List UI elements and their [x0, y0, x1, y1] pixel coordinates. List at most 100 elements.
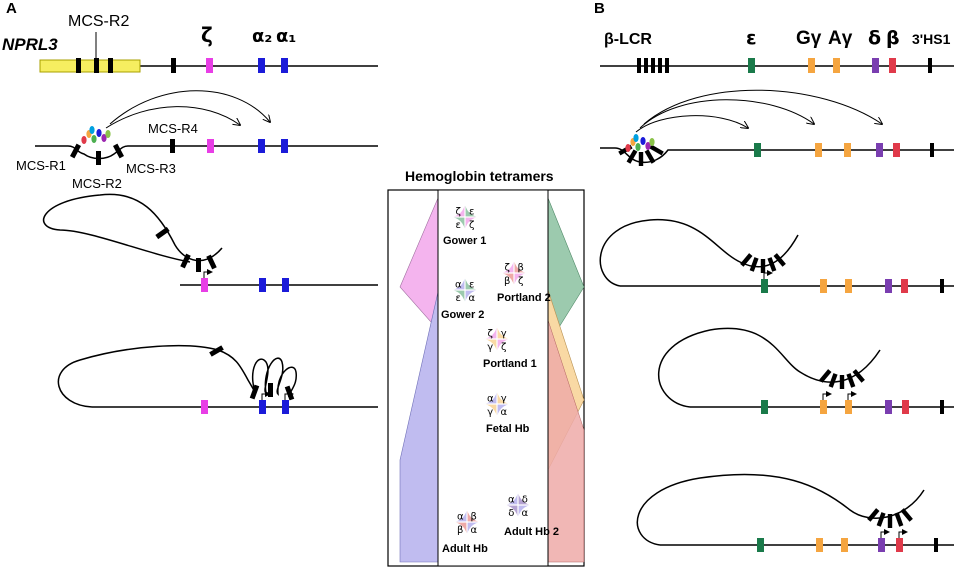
lcr-hs-site	[749, 257, 759, 272]
globin-subunit	[497, 404, 512, 419]
tetramer-name: Portland 1	[483, 358, 537, 370]
mcs-r3-element-2	[113, 143, 124, 159]
globin-subunit-label: α	[521, 508, 528, 519]
beta-locus-row-4	[658, 327, 954, 414]
lcr-hs-site	[649, 144, 664, 156]
globin-subunit-label: ζ	[518, 276, 523, 287]
transcription-factor-dot	[105, 130, 111, 138]
hs1-label: 3'HS1	[912, 31, 951, 47]
transcription-factor-dot	[81, 136, 87, 144]
beta-label: β	[886, 27, 900, 49]
tetramer-name: Portland 2	[497, 292, 551, 304]
lcr-hs-site	[846, 373, 856, 388]
beta-locus-row-5	[636, 473, 954, 552]
alpha-locus-row-1: NPRL3 MCS-R2 ζ α₂ α₁	[2, 13, 378, 73]
agamma-gene-5	[841, 538, 848, 552]
globin-subunit	[482, 324, 497, 339]
globin-subunit-label: α	[468, 293, 475, 304]
lcr-hs-site	[651, 58, 655, 73]
globin-subunit-label: γ	[487, 407, 493, 418]
globin-subunit-label: β	[471, 511, 477, 522]
delta-gene-4	[885, 400, 892, 414]
beta-gene-3	[901, 279, 908, 293]
tetramer-column	[437, 189, 549, 567]
mcs-r2-top-label: MCS-R2	[68, 13, 129, 30]
ggamma-gene	[808, 58, 815, 73]
mcs-r4-element-3	[155, 226, 170, 240]
panel-b-letter: B	[594, 0, 605, 17]
epsilon-gene-5	[757, 538, 764, 552]
ggamma-label: Gγ	[796, 28, 822, 49]
globin-subunit	[465, 290, 480, 305]
beta-tss-arrow	[898, 529, 908, 538]
transcription-factor-dot	[91, 135, 97, 143]
mcs-r2-element-3	[196, 258, 201, 272]
transcription-factor-dot	[645, 142, 651, 150]
transcription-factor-dot	[640, 137, 646, 145]
delta-gene-2	[876, 143, 883, 157]
transcription-factor-cluster	[81, 126, 111, 144]
globin-subunit-label: ζ	[488, 328, 493, 339]
hs1-element-5	[934, 538, 938, 552]
panel-b: B β-LCR ε Gγ Aγ δ β 3'HS1	[594, 0, 954, 552]
globin-subunit-label: γ	[501, 393, 507, 404]
chromatin-loop-arc	[42, 193, 223, 263]
beta-loop-4	[658, 327, 881, 408]
globin-subunit	[518, 490, 533, 505]
transcription-factor-dot	[649, 138, 655, 146]
lcr-hs-site	[773, 253, 786, 267]
globin-subunit-label: β	[504, 276, 510, 287]
globin-subunit	[450, 290, 465, 305]
globin-subunit	[482, 389, 497, 404]
globin-subunit-label: γ	[487, 342, 493, 353]
globin-subunit-label: α	[470, 525, 477, 536]
zeta-gene-3	[201, 278, 208, 292]
zeta-gene-2	[207, 139, 214, 153]
lcr-hs-site	[900, 508, 913, 522]
delta-gene-3	[885, 279, 892, 293]
globin-subunit-label: α	[500, 407, 507, 418]
globin-subunit-label: ε	[469, 206, 474, 217]
beta-loop-5	[636, 473, 925, 546]
globin-subunit	[518, 505, 533, 520]
agamma-gene	[833, 58, 840, 73]
globin-subunit-label: ζ	[501, 342, 506, 353]
mcs-r3-element	[108, 58, 113, 73]
globin-subunit	[465, 202, 480, 217]
mcs-r2-label: MCS-R2	[72, 176, 122, 191]
chromatin-fiber	[35, 145, 378, 160]
beta-locus-row-2	[600, 89, 954, 166]
globin-subunit-label: α	[487, 393, 494, 404]
epsilon-label: ε	[746, 27, 757, 49]
globin-subunit-label: α	[508, 494, 515, 505]
mcs-r2-element-2	[96, 151, 101, 165]
epsilon-tss-arrow	[763, 270, 773, 279]
lcr-arrow-to-epsilon	[635, 115, 748, 133]
mcs-r1-label: MCS-R1	[16, 158, 66, 173]
globin-subunit-label: α	[455, 279, 462, 290]
globin-subunit	[482, 404, 497, 419]
lcr-label: β-LCR	[604, 31, 652, 48]
mcs-r2-element-4	[268, 383, 273, 397]
lcr-hs-site	[887, 514, 893, 528]
globin-subunit	[503, 505, 518, 520]
beta-gene-2	[893, 143, 900, 157]
globin-subunit-label: ε	[456, 293, 461, 304]
tetramer-title: Hemoglobin tetramers	[405, 168, 554, 184]
ggamma-gene-3	[820, 279, 827, 293]
beta-locus-row-3	[599, 219, 954, 293]
lcr-hs-site	[658, 58, 662, 73]
alpha2-gene-2	[258, 139, 265, 153]
globin-subunit	[467, 522, 482, 537]
globin-subunit-label: β	[518, 262, 524, 273]
mcs-r2-element	[94, 58, 99, 73]
alpha2-gene	[258, 58, 265, 73]
lcr-hs-site	[760, 259, 766, 273]
lcr-hs-site	[839, 375, 845, 389]
ggamma-gene-2	[815, 143, 822, 157]
globin-subunit-label: δ	[522, 494, 528, 505]
